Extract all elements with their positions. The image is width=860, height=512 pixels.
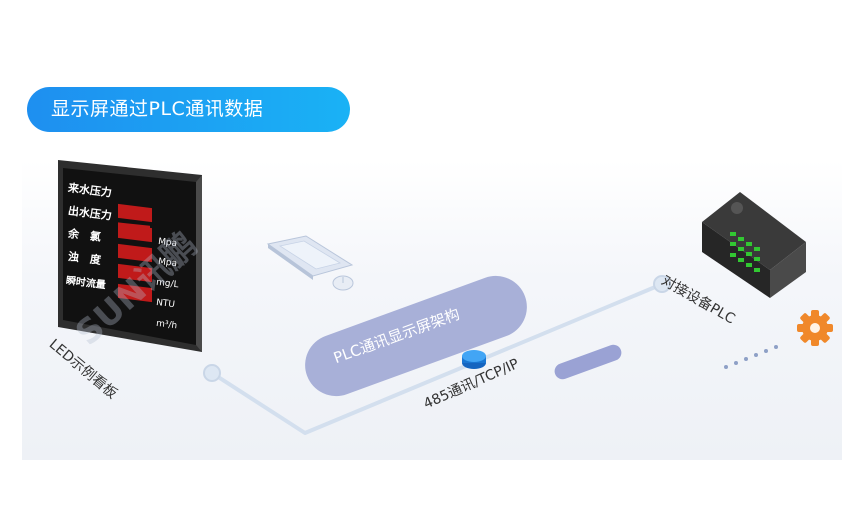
page-title: 显示屏通过PLC通讯数据 [27,87,350,132]
dotted-link [724,345,778,369]
center-pill-shape [305,275,527,397]
led-unit: NTU [155,297,176,311]
connection-node-left [203,364,221,382]
keyboard-icon [266,235,354,280]
mouse-icon [332,275,354,291]
connection-line [210,283,662,435]
connection-node-right [653,275,671,293]
plc-device-icon [702,192,806,298]
gear-icon [797,310,833,346]
link-bar [554,344,622,380]
